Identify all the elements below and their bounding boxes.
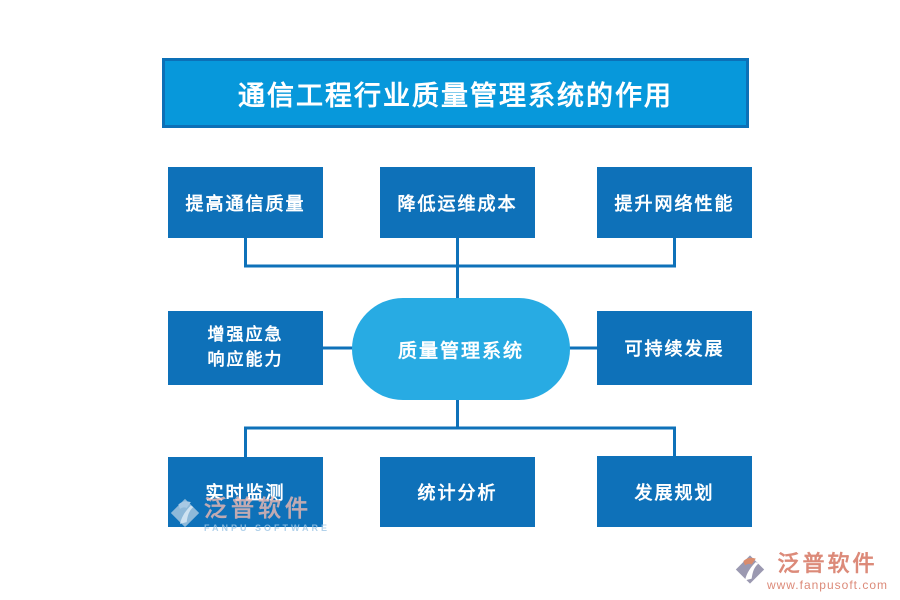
node-emergency-response-line1: 增强应急 xyxy=(207,325,284,345)
node-statistical-analysis: 统计分析 xyxy=(380,457,535,527)
node-improve-communication-quality: 提高通信质量 xyxy=(168,167,323,238)
node-quality-management-system: 质量管理系统 xyxy=(352,298,570,400)
node-emergency-response: 增强应急 响应能力 xyxy=(168,311,323,385)
watermark-corner: 泛普软件 www.fanpusoft.com xyxy=(735,553,888,592)
node-improve-network-performance: 提升网络性能 xyxy=(597,167,752,238)
diagram-title: 通信工程行业质量管理系统的作用 xyxy=(162,58,749,128)
node-development-planning: 发展规划 xyxy=(597,456,752,527)
node-real-time-monitoring: 实时监测 xyxy=(168,457,323,527)
watermark-corner-brand: 泛普软件 xyxy=(777,551,878,576)
node-sustainable-development: 可持续发展 xyxy=(597,311,752,385)
fanpu-logo-icon xyxy=(735,555,765,584)
node-reduce-om-cost: 降低运维成本 xyxy=(380,167,535,238)
node-emergency-response-line2: 响应能力 xyxy=(207,350,284,369)
watermark-corner-url: www.fanpusoft.com xyxy=(766,578,888,592)
